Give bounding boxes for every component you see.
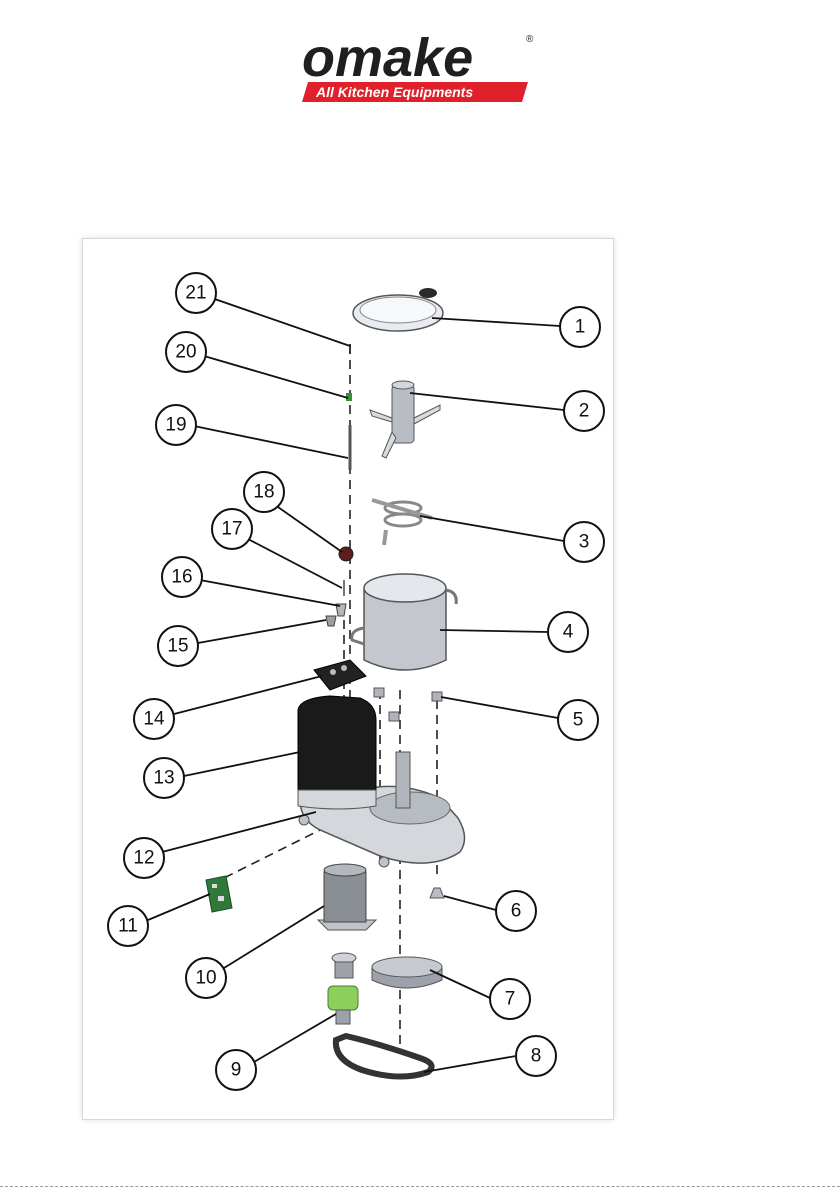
callout-5: 5: [558, 700, 598, 740]
part-1-lid: [353, 288, 443, 331]
svg-text:20: 20: [175, 342, 196, 363]
part-3-whisk: [372, 500, 432, 545]
callout-7: 7: [490, 979, 530, 1019]
svg-text:18: 18: [253, 482, 274, 503]
callout-19: 19: [156, 405, 196, 445]
callout-12: 12: [124, 838, 164, 878]
part-7-pulley: [372, 957, 442, 988]
part-9-motor-pulley: [328, 953, 358, 1024]
svg-text:14: 14: [143, 709, 165, 730]
svg-text:3: 3: [579, 532, 590, 553]
svg-text:1: 1: [575, 317, 586, 338]
callout-20: 20: [166, 332, 206, 372]
part-10-motor: [318, 864, 376, 930]
part-8-drive-belt: [336, 1036, 432, 1077]
part-2-blade-hub: [370, 381, 440, 458]
svg-text:7: 7: [505, 989, 516, 1010]
callout-16: 16: [162, 557, 202, 597]
part-14-control-panel: [314, 660, 366, 690]
svg-text:5: 5: [573, 710, 584, 731]
svg-text:11: 11: [118, 916, 138, 937]
svg-text:10: 10: [195, 968, 216, 989]
callout-15: 15: [158, 626, 198, 666]
svg-text:2: 2: [579, 401, 590, 422]
leader-lines: [148, 296, 564, 1072]
part-15-knob: [326, 616, 336, 626]
callout-3: 3: [564, 522, 604, 562]
callout-18: 18: [244, 472, 284, 512]
callout-21: 21: [176, 273, 216, 313]
callout-4: 4: [548, 612, 588, 652]
part-13-control-housing: [298, 696, 376, 809]
svg-text:21: 21: [185, 283, 206, 304]
callout-8: 8: [516, 1036, 556, 1076]
callout-13: 13: [144, 758, 184, 798]
callout-11: 11: [108, 906, 148, 946]
callout-9: 9: [216, 1050, 256, 1090]
svg-text:15: 15: [167, 636, 188, 657]
part-18-cap: [339, 547, 353, 561]
svg-text:19: 19: [165, 415, 186, 436]
part-6-base-foot: [430, 888, 444, 898]
callout-14: 14: [134, 699, 174, 739]
svg-text:8: 8: [531, 1046, 542, 1067]
svg-text:4: 4: [563, 622, 574, 643]
page-bottom-rule: [0, 1186, 840, 1187]
svg-text:9: 9: [231, 1060, 242, 1081]
svg-text:12: 12: [133, 848, 154, 869]
callout-2: 2: [564, 391, 604, 431]
svg-text:13: 13: [153, 768, 174, 789]
svg-text:17: 17: [221, 519, 242, 540]
svg-text:16: 16: [171, 567, 192, 588]
callout-17: 17: [212, 509, 252, 549]
part-5-bowl-feet: [374, 688, 442, 721]
callout-10: 10: [186, 958, 226, 998]
callout-1: 1: [560, 307, 600, 347]
callout-6: 6: [496, 891, 536, 931]
part-4-bowl: [352, 574, 457, 670]
svg-text:6: 6: [511, 901, 522, 922]
